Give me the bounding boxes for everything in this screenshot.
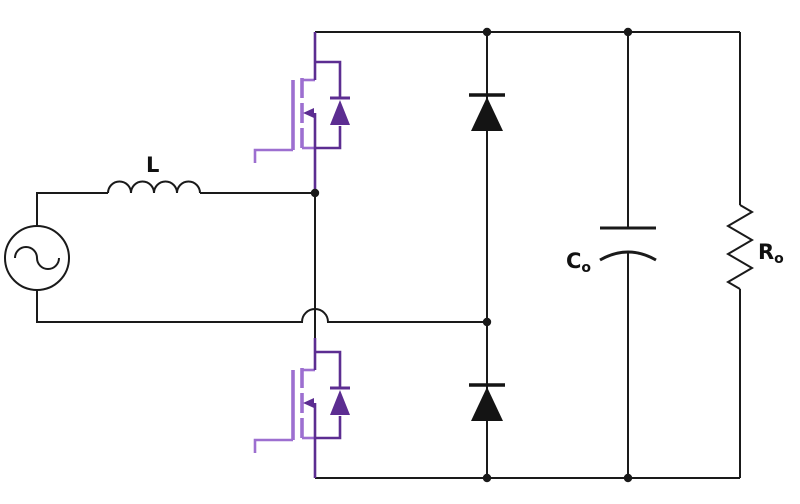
low-side-mosfet [253, 338, 350, 478]
mosfet-gate-lead [253, 148, 293, 163]
resistor-zigzag [726, 204, 754, 290]
body-diode-branch-bottom [315, 126, 342, 150]
body-diode-icon [330, 390, 350, 415]
output-resistor: Ro [726, 204, 784, 290]
junction-dots [310, 27, 633, 483]
inductor: L [107, 153, 201, 194]
junction-bottom-rail-diode-leg [482, 473, 492, 483]
rectifier-diode-top [469, 93, 505, 131]
ac-sine-wave-icon [14, 246, 60, 270]
capacitor-label: Co [566, 249, 591, 276]
body-diode-icon [330, 100, 350, 125]
junction-top-rail-diode-leg [482, 27, 492, 37]
ac-source-circle [4, 225, 70, 291]
high-side-mosfet [253, 32, 350, 193]
capacitor-bottom-plate [599, 250, 657, 262]
diode-icon [471, 97, 503, 131]
ac-source [4, 225, 70, 291]
junction-ac-return-diode-leg [482, 317, 492, 327]
wire-ac-to-inductor [36, 192, 108, 226]
junction-top-rail-cap-leg [623, 27, 633, 37]
mosfet-gate-lead [253, 438, 293, 453]
rectifier-diode-bottom [469, 383, 505, 421]
mosfet-body-arrow-icon [303, 398, 314, 408]
body-diode-branch-top [315, 350, 342, 388]
wire-ac-return-with-hop [36, 290, 487, 323]
body-diode-branch-bottom [315, 416, 342, 440]
inductor-label: L [146, 153, 159, 177]
mosfet-body-arrow-icon [303, 108, 314, 118]
wiring [36, 31, 741, 479]
diode-icon [471, 387, 503, 421]
inductor-coil [107, 180, 201, 194]
body-diode-branch-top [315, 60, 342, 98]
junction-switch-node [310, 188, 320, 198]
resistor-label: Ro [758, 240, 784, 267]
output-capacitor: Co [566, 226, 657, 276]
junction-bottom-rail-cap-leg [623, 473, 633, 483]
